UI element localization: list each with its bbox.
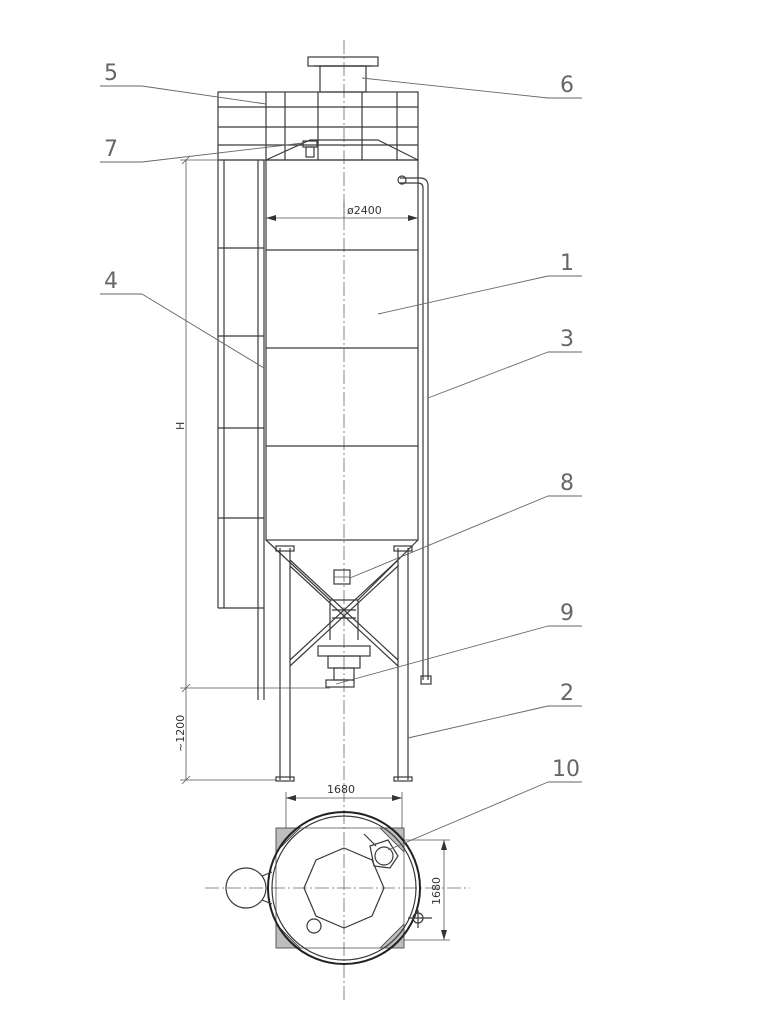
callout-3: 3 (560, 327, 574, 352)
dimension-base-width (285, 792, 403, 828)
callout-8: 8 (560, 471, 574, 496)
dust-collector (307, 56, 379, 93)
dimension-leg-height (180, 688, 276, 785)
leg-height-label: ~1200 (174, 715, 187, 752)
plan-view (205, 811, 470, 965)
base-width-label: 1680 (327, 783, 355, 796)
screw-outlet (317, 609, 371, 688)
base-depth-label: 1680 (430, 877, 443, 905)
feed-pipe (397, 175, 432, 685)
diameter-label: ø2400 (347, 204, 382, 217)
callout-1: 1 (560, 251, 574, 276)
pressure-relief-valve (302, 140, 318, 158)
callout-2: 2 (560, 681, 574, 706)
discharge-valve (333, 569, 351, 585)
dimension-diameter (266, 202, 418, 221)
callout-6: 6 (560, 73, 574, 98)
height-label: H (174, 422, 187, 430)
callout-10: 10 (552, 757, 580, 782)
ladder-cage (217, 159, 265, 700)
callout-leaders (100, 77, 582, 851)
callout-4: 4 (104, 269, 118, 294)
callout-9: 9 (560, 601, 574, 626)
callout-5: 5 (104, 61, 118, 86)
dimension-height (180, 155, 330, 693)
manhole-cover (363, 833, 399, 869)
callout-7: 7 (104, 137, 118, 162)
